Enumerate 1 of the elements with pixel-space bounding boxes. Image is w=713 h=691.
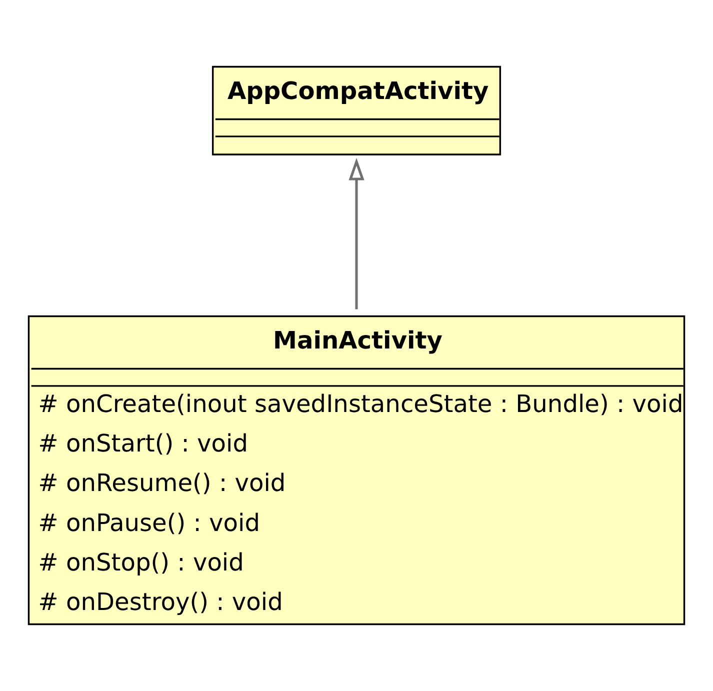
- arrow: [348, 158, 364, 310]
